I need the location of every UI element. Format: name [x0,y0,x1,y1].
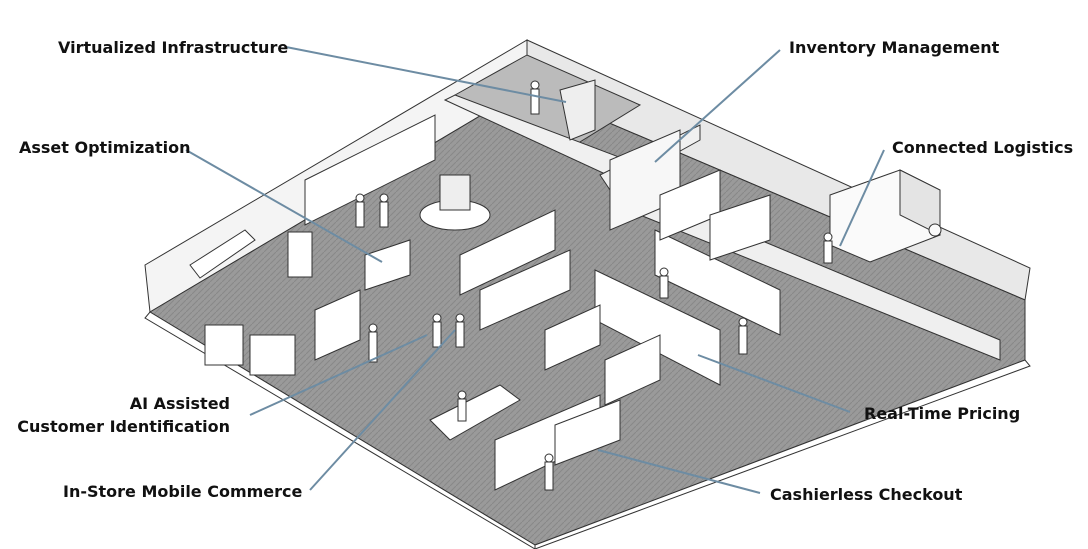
people [355,80,833,491]
leader-inventory-management [654,49,781,163]
truck [829,169,942,263]
label-ai-line2: Customer Identification [17,417,230,436]
leader-connected-logistics [839,149,885,247]
leader-virtualized-infrastructure [285,46,567,103]
label-inventory-management: Inventory Management [789,38,1000,57]
leader-in-store-mobile [309,329,456,491]
leader-lines [185,46,885,494]
front-right-wall [534,359,1031,549]
label-ai-assisted-customer-identification: AI Assisted Customer Identification [17,392,230,438]
label-virtualized-infrastructure: Virtualized Infrastructure [58,38,289,57]
label-in-store-mobile-commerce: In-Store Mobile Commerce [63,482,303,501]
leader-cashierless [597,449,761,494]
fixtures [189,79,781,491]
front-left-wall [144,311,536,549]
label-connected-logistics: Connected Logistics [892,138,1074,157]
leader-ai-assisted [249,334,428,416]
leader-real-time-pricing [697,354,851,413]
label-real-time-pricing: Real-Time Pricing [864,404,1021,423]
label-cashierless-checkout: Cashierless Checkout [770,485,963,504]
leader-asset-optimization [185,149,383,263]
label-ai-line1: AI Assisted [129,394,230,413]
label-asset-optimization: Asset Optimization [19,138,191,157]
